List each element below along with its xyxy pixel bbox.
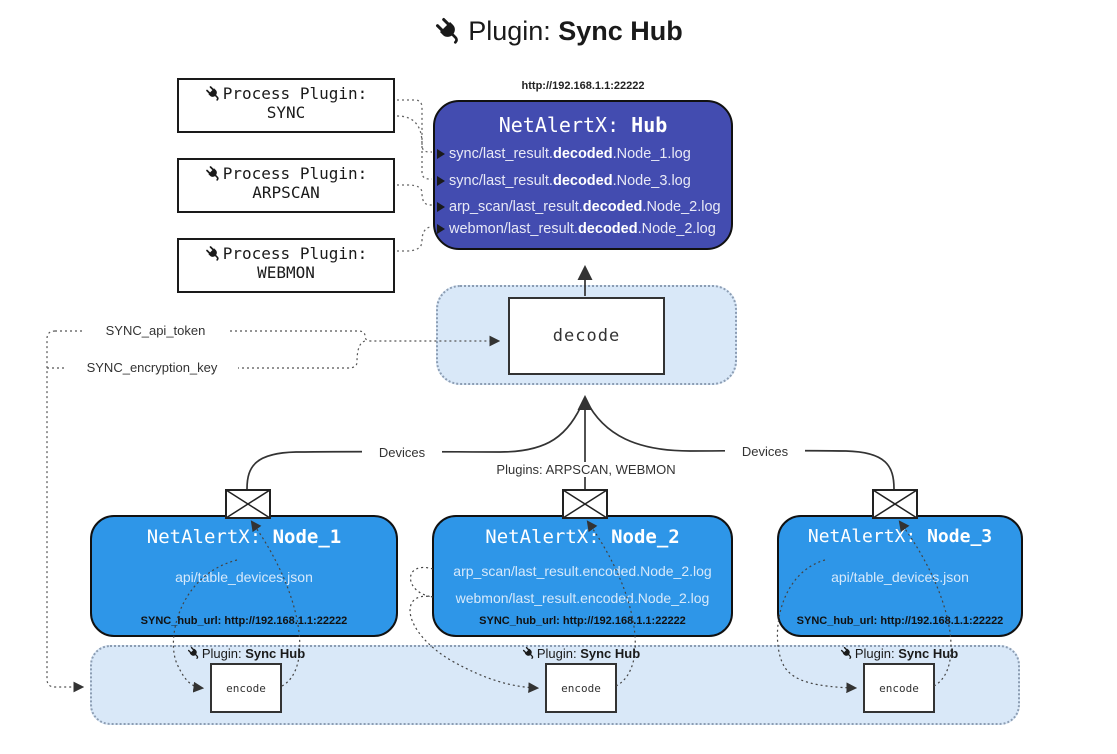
encode-plugin-label: Plugin: Sync Hub — [814, 646, 984, 661]
hub-url-label: http://192.168.1.1:22222 — [521, 80, 645, 92]
node-hub-url: SYNC_hub_url: http://192.168.1.1:22222 — [479, 615, 686, 627]
plug-icon — [187, 646, 201, 660]
hub-log-row: sync/last_result.decoded.Node_1.log — [437, 143, 733, 165]
hub-box: NetAlertX: Hub sync/last_result.decoded.… — [433, 100, 733, 250]
plug-icon — [205, 245, 222, 262]
node-file-line: webmon/last_result.encoded.Node_2.log — [455, 590, 710, 606]
page-title-prefix: Plugin: — [468, 16, 551, 46]
row-arrow-icon — [437, 224, 445, 234]
node-file-line: arp_scan/last_result.encoded.Node_2.log — [453, 563, 712, 579]
node-title: NetAlertX: Node_3 — [807, 526, 993, 547]
row-arrow-icon — [437, 202, 445, 212]
hub-log-row: arp_scan/last_result.decoded.Node_2.log — [437, 196, 733, 218]
process-plugin-sync: Process Plugin: SYNC — [177, 78, 395, 133]
envelope-icon — [872, 489, 918, 519]
plugin-to-hub-lines — [396, 99, 432, 252]
devices-left-label: Devices — [362, 445, 442, 460]
process-plugin-label: Process Plugin: — [179, 84, 393, 103]
process-plugin-name: ARPSCAN — [252, 183, 320, 202]
row-arrow-icon — [437, 149, 445, 159]
hub-log-row: webmon/last_result.decoded.Node_2.log — [437, 218, 733, 240]
process-plugin-webmon: Process Plugin: WEBMON — [177, 238, 395, 293]
devices-right-label: Devices — [725, 444, 805, 459]
sync-api-token-label: SYNC_api_token — [83, 323, 228, 338]
decode-box: decode — [508, 297, 665, 375]
process-plugin-arpscan: Process Plugin: ARPSCAN — [177, 158, 395, 213]
page-title-emphasis: Sync Hub — [558, 16, 683, 46]
envelope-icon — [225, 489, 271, 519]
hub-log-row: sync/last_result.decoded.Node_3.log — [437, 170, 733, 192]
node-file-line: api/table_devices.json — [831, 569, 969, 585]
process-plugin-label: Process Plugin: — [179, 244, 393, 263]
envelope-icon — [562, 489, 608, 519]
process-plugin-label: Process Plugin: — [179, 164, 393, 183]
encode-box: encode — [863, 663, 935, 713]
encode-plugin-label: Plugin: Sync Hub — [496, 646, 666, 661]
node-hub-url: SYNC_hub_url: http://192.168.1.1:22222 — [140, 615, 348, 627]
node-2-box: NetAlertX: Node_2 arp_scan/last_result.e… — [432, 515, 733, 637]
plugins-mid-label: Plugins: ARPSCAN, WEBMON — [496, 462, 676, 477]
plug-icon — [840, 646, 854, 660]
node-3-box: NetAlertX: Node_3 api/table_devices.json… — [777, 515, 1023, 637]
plug-icon — [205, 85, 222, 102]
process-plugin-name: WEBMON — [257, 263, 315, 282]
encode-box: encode — [545, 663, 617, 713]
process-plugin-name: SYNC — [266, 103, 306, 122]
plug-icon — [434, 16, 464, 46]
hub-title-name: Hub — [631, 113, 668, 137]
sync-encryption-key-label: SYNC_encryption_key — [66, 360, 238, 375]
node-file-line: api/table_devices.json — [175, 569, 313, 585]
node-hub-url: SYNC_hub_url: http://192.168.1.1:22222 — [796, 615, 1004, 627]
node-title: NetAlertX: Node_1 — [146, 526, 342, 548]
hub-title: NetAlertX: Hub — [435, 113, 731, 137]
page-title: Plugin: Sync Hub — [0, 16, 1117, 47]
hub-title-prefix: NetAlertX: — [498, 113, 632, 137]
plug-icon — [522, 646, 536, 660]
encode-box: encode — [210, 663, 282, 713]
encode-plugin-label: Plugin: Sync Hub — [161, 646, 331, 661]
row-arrow-icon — [437, 176, 445, 186]
node-1-box: NetAlertX: Node_1 api/table_devices.json… — [90, 515, 398, 637]
node-title: NetAlertX: Node_2 — [485, 526, 680, 548]
plug-icon — [205, 165, 222, 182]
